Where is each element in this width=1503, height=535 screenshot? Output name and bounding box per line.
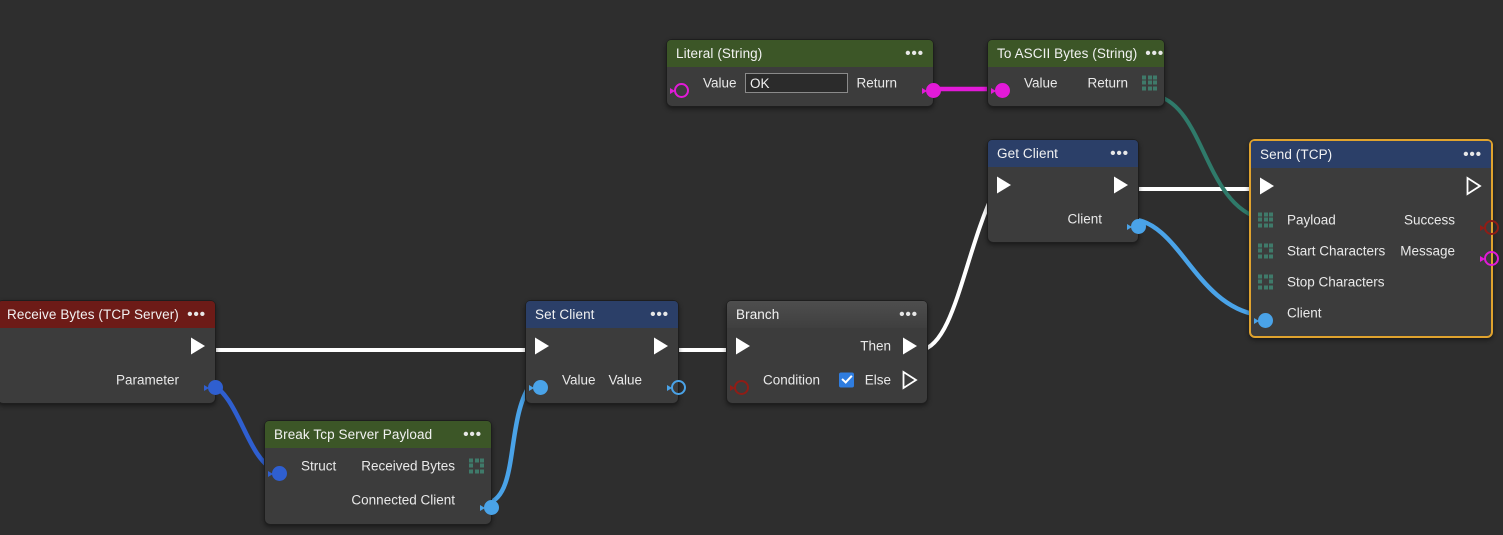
node-to-ascii-bytes-string[interactable]: To ASCII Bytes (String) ••• Value Return: [987, 39, 1165, 107]
port-row-parameter: Parameter: [0, 364, 223, 395]
node-body: Parameter: [0, 328, 223, 403]
port-row-client: Client: [988, 203, 1146, 234]
exec-row: [1251, 168, 1491, 204]
output-exec-port-then-icon[interactable]: [901, 336, 920, 357]
port-row-struct: Struct Received Bytes: [265, 448, 491, 483]
wire-exec-branch-to-getclient: [920, 189, 997, 352]
input-exec-port-icon[interactable]: [734, 336, 753, 357]
port-row-connected-client: Connected Client: [265, 483, 499, 516]
node-title: Set Client: [535, 307, 595, 322]
node-body: Struct Received Bytes Connected Client: [265, 448, 499, 524]
output-exec-port-hollow-icon[interactable]: [1465, 176, 1484, 197]
output-label-client: Client: [1067, 211, 1102, 226]
node-menu-icon[interactable]: •••: [899, 305, 918, 323]
output-exec-port-icon[interactable]: [652, 336, 671, 357]
input-label-condition: Condition: [763, 372, 821, 387]
condition-checkbox[interactable]: [839, 372, 854, 387]
node-body: Value Value: [526, 328, 686, 403]
node-get-client[interactable]: Get Client ••• Client: [987, 139, 1146, 243]
node-header[interactable]: Set Client •••: [526, 301, 678, 328]
output-label-received-bytes: Received Bytes: [361, 458, 455, 473]
output-label-parameter: Parameter: [115, 372, 179, 387]
port-row-condition: Condition Else: [727, 364, 927, 395]
node-body: Payload Success Start Characters Message: [1251, 168, 1499, 336]
port-row-stop-characters: Stop Characters: [1251, 266, 1491, 297]
wire-client-getclient-to-sendclient: [1130, 216, 1259, 318]
node-title: Get Client: [997, 146, 1059, 161]
node-body: Client: [988, 167, 1146, 242]
input-label-value: Value: [1024, 75, 1058, 90]
output-label-message: Message: [1400, 243, 1455, 258]
node-menu-icon[interactable]: •••: [463, 425, 482, 443]
node-title: Receive Bytes (TCP Server): [7, 307, 179, 322]
output-label-value: Value: [608, 372, 642, 387]
output-label-success: Success: [1403, 212, 1455, 227]
output-exec-port-icon[interactable]: [189, 336, 208, 357]
node-branch[interactable]: Branch ••• Then Condi: [726, 300, 928, 404]
input-label-struct: Struct: [301, 458, 337, 473]
node-menu-icon[interactable]: •••: [1110, 144, 1129, 162]
output-label-connected-client: Connected Client: [351, 492, 455, 507]
node-break-tcp-server-payload[interactable]: Break Tcp Server Payload ••• Struct Rece…: [264, 420, 499, 525]
node-title: Branch: [736, 307, 780, 322]
input-port-start-characters-array-grid-hollow-icon[interactable]: [1258, 243, 1273, 258]
input-exec-port-icon[interactable]: [995, 175, 1014, 196]
node-send-tcp[interactable]: Send (TCP) ••• Payload Success: [1249, 139, 1499, 338]
input-label-payload: Payload: [1287, 212, 1336, 227]
output-exec-port-else-hollow-icon[interactable]: [901, 369, 920, 390]
exec-row: [988, 167, 1138, 203]
port-row-value: Value Value: [526, 364, 686, 395]
input-label-value: Value: [703, 75, 737, 90]
input-exec-port-icon[interactable]: [1258, 176, 1277, 197]
node-menu-icon[interactable]: •••: [905, 44, 924, 62]
exec-row: [526, 328, 678, 364]
input-label-start-characters: Start Characters: [1287, 243, 1386, 258]
node-header[interactable]: Receive Bytes (TCP Server) •••: [0, 301, 215, 328]
node-menu-icon[interactable]: •••: [1145, 44, 1165, 62]
node-receive-bytes-tcp-server[interactable]: Receive Bytes (TCP Server) ••• Parameter: [0, 300, 223, 404]
input-exec-port-icon[interactable]: [533, 336, 552, 357]
node-literal-string[interactable]: Literal (String) ••• Value OK Return: [666, 39, 941, 107]
port-row-start-characters: Start Characters Message: [1251, 235, 1499, 266]
node-body: Then Condition Else: [727, 328, 927, 403]
node-header[interactable]: Break Tcp Server Payload •••: [265, 421, 491, 448]
exec-row: [0, 328, 215, 364]
output-label-return: Return: [856, 75, 897, 90]
input-label-stop-characters: Stop Characters: [1287, 274, 1385, 289]
node-title: To ASCII Bytes (String): [997, 46, 1138, 61]
output-label-return: Return: [1087, 75, 1128, 90]
output-exec-port-icon[interactable]: [1112, 175, 1131, 196]
output-label-else: Else: [864, 372, 891, 387]
node-header[interactable]: To ASCII Bytes (String) •••: [988, 40, 1164, 67]
node-set-client[interactable]: Set Client ••• Value: [525, 300, 686, 404]
value-text-input[interactable]: OK: [745, 72, 848, 93]
output-label-then: Then: [860, 338, 891, 354]
node-menu-icon[interactable]: •••: [1463, 145, 1482, 163]
port-row-value: Value Return: [988, 67, 1164, 98]
node-menu-icon[interactable]: •••: [650, 305, 669, 323]
node-header[interactable]: Literal (String) •••: [667, 40, 933, 67]
port-row-client: Client: [1251, 297, 1491, 328]
node-header[interactable]: Get Client •••: [988, 140, 1138, 167]
output-port-received-bytes-array-grid-hollow-icon[interactable]: [469, 458, 484, 473]
node-header[interactable]: Branch •••: [727, 301, 927, 328]
wire-array-ascii-to-payload: [1157, 94, 1263, 221]
input-port-stop-characters-array-grid-hollow-icon[interactable]: [1258, 274, 1273, 289]
node-body: Value Return: [988, 67, 1164, 106]
port-row-value: Value OK Return: [667, 67, 941, 98]
node-header[interactable]: Send (TCP) •••: [1251, 141, 1491, 168]
port-row-payload: Payload Success: [1251, 204, 1499, 235]
node-title: Literal (String): [676, 46, 763, 61]
node-body: Value OK Return: [667, 67, 941, 106]
node-menu-icon[interactable]: •••: [187, 305, 206, 323]
input-label-value: Value: [562, 372, 596, 387]
node-title: Send (TCP): [1260, 147, 1333, 162]
output-port-return-array-grid-icon[interactable]: [1142, 75, 1157, 90]
node-title: Break Tcp Server Payload: [274, 427, 433, 442]
exec-row-then: Then: [727, 328, 927, 364]
input-port-payload-array-grid-icon[interactable]: [1258, 212, 1273, 227]
input-label-client: Client: [1287, 305, 1322, 320]
